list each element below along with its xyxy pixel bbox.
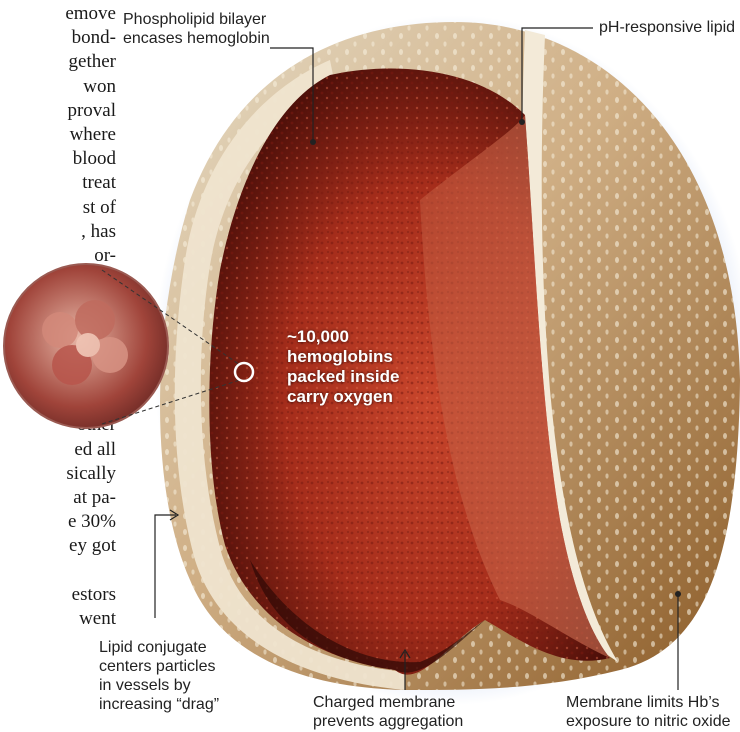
- label-phospholipid-bilayer: Phospholipid bilayer encases hemoglobin: [123, 10, 270, 48]
- label-membrane-limits: Membrane limits Hb’s exposure to nitric …: [566, 693, 731, 731]
- label-charged-membrane: Charged membrane prevents aggregation: [313, 693, 463, 731]
- dot-ph-lipid: [519, 119, 525, 125]
- leader-conjugate: [155, 515, 176, 618]
- dot-bilayer: [310, 139, 316, 145]
- dot-membrane: [675, 591, 681, 597]
- label-hemoglobins: ~10,000 hemoglobins packed inside carry …: [287, 327, 399, 407]
- label-lipid-conjugate: Lipid conjugate centers particles in ves…: [99, 638, 219, 714]
- label-ph-responsive-lipid: pH-responsive lipid: [599, 18, 735, 37]
